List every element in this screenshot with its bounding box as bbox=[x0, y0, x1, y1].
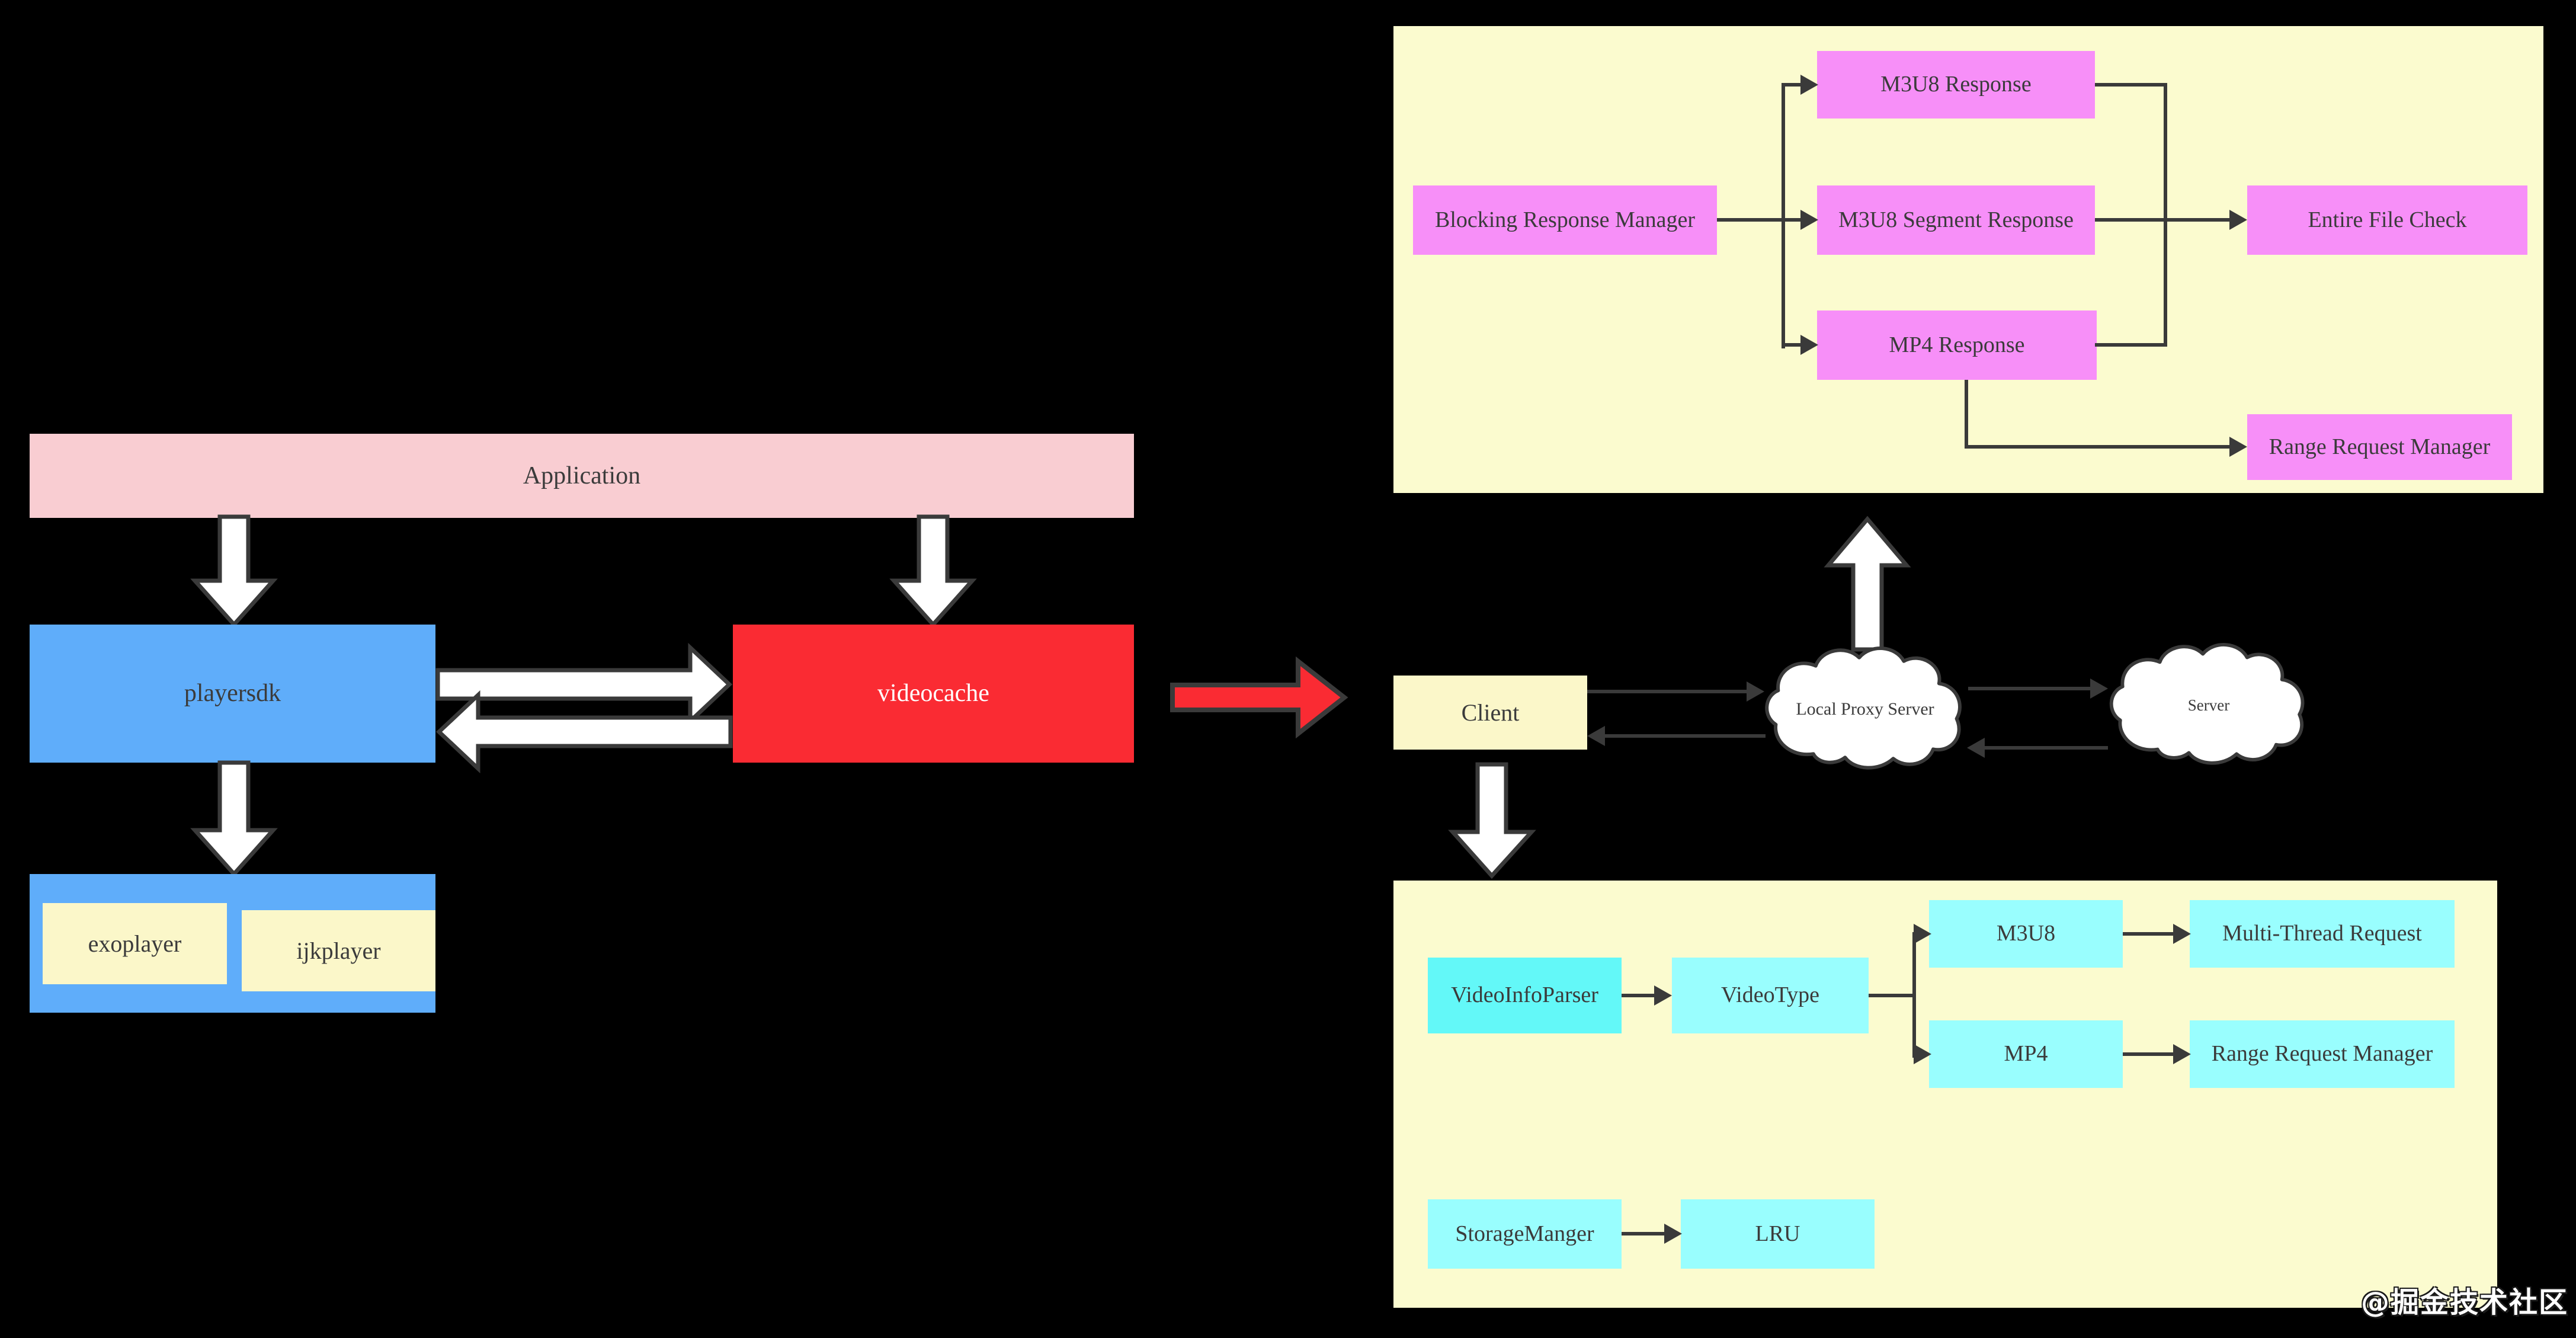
connector-m3u8-response-out bbox=[2095, 83, 2167, 87]
exoplayer-label: exoplayer bbox=[88, 930, 182, 957]
application-box: Application bbox=[30, 434, 1134, 518]
connector-server-to-proxy bbox=[1984, 746, 2108, 750]
video-info-parser-box: VideoInfoParser bbox=[1428, 958, 1622, 1033]
connector-branch-vertical-right bbox=[2164, 83, 2167, 347]
arrowhead-mp4 bbox=[1914, 1044, 1931, 1064]
arrowhead-videotype bbox=[1654, 985, 1672, 1006]
blocking-response-manager-box: Blocking Response Manager bbox=[1413, 185, 1717, 255]
exoplayer-box: exoplayer bbox=[43, 903, 227, 984]
arrowhead-lru bbox=[1664, 1224, 1682, 1244]
arrowhead-range-request-manager bbox=[2229, 437, 2247, 457]
connector-videotype-branch bbox=[1869, 994, 1916, 997]
connector-to-entire-file-check bbox=[2165, 218, 2231, 222]
arrowhead-mtr bbox=[2173, 924, 2191, 944]
video-type-label: VideoType bbox=[1720, 982, 1819, 1008]
connector-mp4-response-out bbox=[2095, 343, 2167, 347]
connector-m3u8-to-mtr bbox=[2123, 932, 2175, 936]
parser-panel: VideoInfoParser VideoType M3U8 MP4 Multi… bbox=[1393, 881, 2497, 1308]
video-type-box: VideoType bbox=[1672, 958, 1869, 1033]
connector-sm-to-lru bbox=[1622, 1232, 1667, 1235]
connector-to-m3u8-segment bbox=[1782, 218, 1802, 222]
connector-client-to-proxy bbox=[1587, 690, 1749, 693]
arrowhead-m3u8-segment bbox=[1800, 210, 1818, 230]
range-request-manager-label: Range Request Manager bbox=[2269, 434, 2491, 459]
local-proxy-server-cloud: Local Proxy Server bbox=[1757, 645, 1973, 774]
mp4-box: MP4 bbox=[1929, 1020, 2123, 1088]
entire-file-check-box: Entire File Check bbox=[2247, 185, 2527, 255]
arrow-proxy-to-response-panel bbox=[1824, 516, 1911, 652]
arrowhead-m3u8 bbox=[1914, 924, 1931, 944]
connector-proxy-to-server bbox=[1968, 687, 2093, 690]
arrowhead-mp4-response bbox=[1800, 335, 1818, 355]
arrowhead-proxy-to-client bbox=[1587, 726, 1605, 746]
connector-branch-vertical-left bbox=[1782, 83, 1785, 348]
cloud-shape bbox=[2109, 643, 2305, 765]
multi-thread-request-label: Multi-Thread Request bbox=[2222, 921, 2422, 946]
ijkplayer-label: ijkplayer bbox=[296, 937, 381, 964]
m3u8-segment-response-label: M3U8 Segment Response bbox=[1838, 207, 2074, 232]
m3u8-response-label: M3U8 Response bbox=[1880, 72, 2032, 97]
arrow-application-to-playersdk bbox=[190, 514, 278, 628]
connector-proxy-to-client bbox=[1604, 734, 1766, 738]
connector-mp4-to-rrm bbox=[1965, 445, 2231, 449]
application-label: Application bbox=[523, 462, 641, 489]
connector-mp4-down bbox=[1965, 380, 1968, 449]
arrow-application-to-videocache bbox=[889, 514, 977, 628]
m3u8-box: M3U8 bbox=[1929, 900, 2123, 968]
m3u8-segment-response-box: M3U8 Segment Response bbox=[1817, 185, 2095, 255]
connector-mp4-to-rrm2 bbox=[2123, 1052, 2175, 1056]
arrow-playersdk-to-players bbox=[190, 760, 278, 878]
arrowhead-client-to-proxy bbox=[1747, 681, 1764, 702]
connector-m3u8-segment-out bbox=[2095, 218, 2167, 222]
ijkplayer-box: ijkplayer bbox=[242, 910, 435, 991]
playersdk-box: playersdk bbox=[30, 625, 435, 763]
connector-to-m3u8-response bbox=[1782, 83, 1802, 87]
storage-manger-label: StorageManger bbox=[1455, 1221, 1594, 1246]
arrowhead-server-to-proxy bbox=[1967, 738, 1985, 758]
connector-brm-branch bbox=[1717, 218, 1785, 222]
cloud-shape bbox=[1765, 646, 1962, 770]
arrow-client-to-parser-panel bbox=[1448, 762, 1536, 879]
playersdk-label: playersdk bbox=[184, 680, 281, 708]
arrowhead-proxy-to-server bbox=[2090, 678, 2108, 699]
mp4-response-label: MP4 Response bbox=[1889, 332, 2025, 357]
server-cloud: Server bbox=[2102, 641, 2315, 769]
arrowhead-m3u8-response bbox=[1800, 75, 1818, 95]
multi-thread-request-box: Multi-Thread Request bbox=[2190, 900, 2455, 968]
server-label: Server bbox=[2187, 696, 2230, 714]
client-label: Client bbox=[1461, 699, 1520, 726]
juejin-watermark: @掘金技术社区 bbox=[2361, 1286, 2569, 1319]
lru-label: LRU bbox=[1755, 1221, 1800, 1246]
connector-branch-vertical bbox=[1912, 934, 1916, 1058]
arrow-left-to-right-section bbox=[1170, 656, 1348, 739]
lru-box: LRU bbox=[1681, 1199, 1875, 1269]
arrow-videocache-to-playersdk bbox=[435, 690, 733, 774]
range-request-manager-box: Range Request Manager bbox=[2247, 414, 2512, 480]
client-box: Client bbox=[1393, 676, 1587, 750]
arrowhead-rrm2 bbox=[2173, 1044, 2191, 1064]
arrowhead-entire-file-check bbox=[2229, 210, 2247, 230]
m3u8-response-box: M3U8 Response bbox=[1817, 51, 2095, 119]
mp4-label: MP4 bbox=[2004, 1041, 2048, 1067]
connector-to-mp4-response bbox=[1782, 343, 1802, 347]
storage-manger-box: StorageManger bbox=[1428, 1199, 1622, 1269]
connector-vip-to-videotype bbox=[1622, 994, 1657, 997]
videocache-box: videocache bbox=[733, 625, 1134, 763]
response-panel: Blocking Response Manager M3U8 Response … bbox=[1393, 26, 2543, 493]
videocache-label: videocache bbox=[877, 680, 989, 708]
mp4-response-box: MP4 Response bbox=[1817, 311, 2097, 380]
local-proxy-server-label: Local Proxy Server bbox=[1796, 699, 1934, 719]
blocking-response-manager-label: Blocking Response Manager bbox=[1434, 207, 1696, 232]
range-request-manager2-box: Range Request Manager bbox=[2190, 1020, 2455, 1088]
entire-file-check-label: Entire File Check bbox=[2308, 207, 2467, 232]
m3u8-label: M3U8 bbox=[1996, 921, 2056, 946]
range-request-manager2-label: Range Request Manager bbox=[2211, 1041, 2433, 1067]
video-info-parser-label: VideoInfoParser bbox=[1451, 982, 1598, 1008]
